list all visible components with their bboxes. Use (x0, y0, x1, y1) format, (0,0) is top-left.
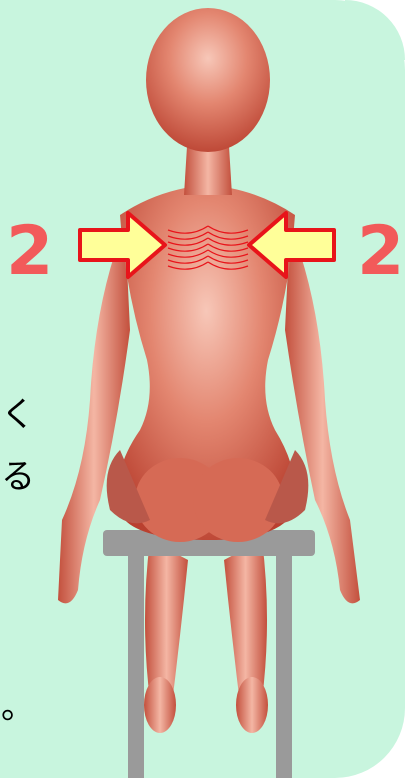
head (146, 8, 270, 195)
left-number-label: 2 (6, 218, 53, 286)
stool (103, 530, 315, 778)
side-text-mid: る (1, 460, 35, 494)
legs (144, 540, 268, 733)
side-text-bottom: 。 (1, 690, 35, 724)
side-text-top: く (1, 398, 35, 432)
right-number-label: 2 (357, 218, 404, 286)
